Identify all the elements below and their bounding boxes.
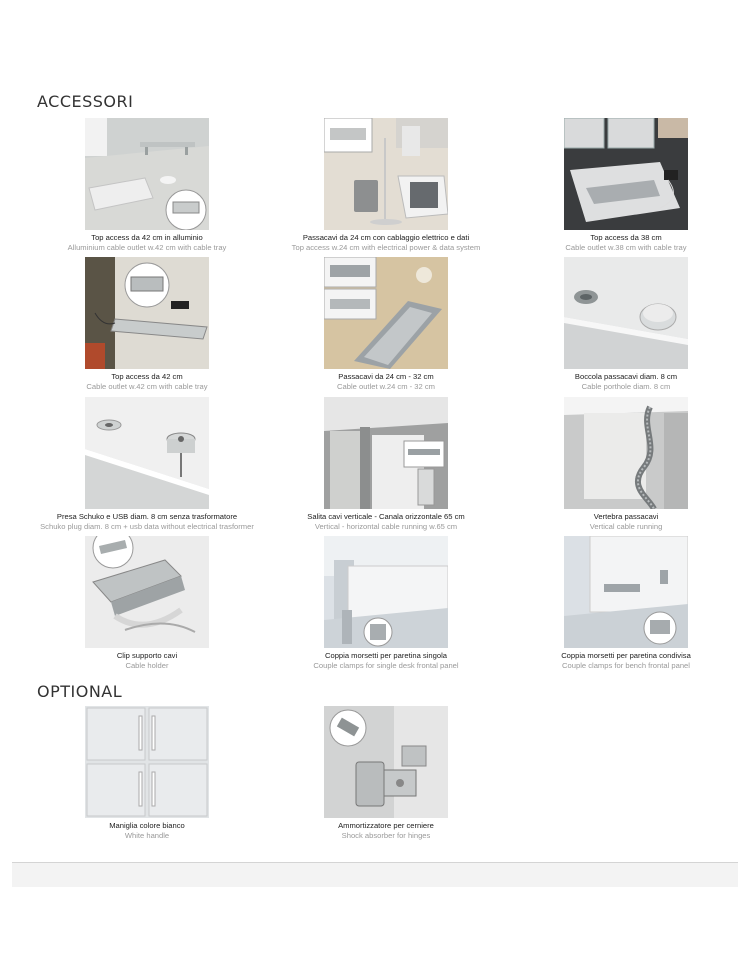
- caption-english: Cable holder: [125, 661, 169, 670]
- product-image: [564, 536, 688, 648]
- accessory-item: Passacavi da 24 cm con cablaggio elettri…: [276, 118, 496, 253]
- product-image: [324, 257, 448, 369]
- caption-english: Schuko plug diam. 8 cm + usb data withou…: [40, 522, 254, 531]
- product-image: [324, 118, 448, 230]
- product-image: [324, 706, 448, 818]
- caption-english: Cable outlet w.24 cm - 32 cm: [337, 382, 435, 391]
- caption-italian: Coppia morsetti per paretina singola: [325, 651, 447, 660]
- caption-english: Cable outlet w.42 cm with cable tray: [86, 382, 208, 391]
- accessory-item: Coppia morsetti per paretina condivisa C…: [516, 536, 736, 671]
- accessory-item: Passacavi da 24 cm - 32 cm Cable outlet …: [276, 257, 496, 392]
- product-image: [564, 257, 688, 369]
- caption-italian: Clip supporto cavi: [116, 651, 178, 660]
- caption-italian: Boccola passacavi diam. 8 cm: [574, 372, 678, 381]
- optional-item: Ammortizzatore per cerniere Shock absorb…: [276, 706, 496, 841]
- accessory-item: Top access da 38 cm Cable outlet w.38 cm…: [516, 118, 736, 253]
- caption-english: Top access w.24 cm with electrical power…: [291, 243, 481, 252]
- product-image: [85, 536, 209, 648]
- caption-italian: Salita cavi verticale - Canala orizzonta…: [307, 512, 465, 521]
- caption-english: White handle: [124, 831, 170, 840]
- accessory-item: Salita cavi verticale - Canala orizzonta…: [276, 397, 496, 532]
- accessory-item: Clip supporto cavi Cable holder: [37, 536, 257, 671]
- caption-english: Vertical - horizontal cable running w.65…: [314, 522, 458, 531]
- footer-bar: [12, 862, 738, 887]
- caption-italian: Ammortizzatore per cerniere: [338, 821, 434, 830]
- accessory-item: Vertebra passacavi Vertical cable runnin…: [516, 397, 736, 532]
- product-image: [324, 397, 448, 509]
- accessories-heading: ACCESSORI: [37, 92, 134, 111]
- product-image: [85, 257, 209, 369]
- product-image: [564, 397, 688, 509]
- product-image: [85, 397, 209, 509]
- caption-italian: Maniglia colore bianco: [109, 821, 185, 830]
- accessory-item: Presa Schuko e USB diam. 8 cm senza tras…: [37, 397, 257, 532]
- accessory-item: Boccola passacavi diam. 8 cm Cable porth…: [516, 257, 736, 392]
- caption-italian: Passacavi da 24 cm con cablaggio elettri…: [302, 233, 470, 242]
- accessory-item: Coppia morsetti per paretina singola Cou…: [276, 536, 496, 671]
- caption-italian: Passacavi da 24 cm - 32 cm: [338, 372, 434, 381]
- product-image: [85, 118, 209, 230]
- caption-italian: Presa Schuko e USB diam. 8 cm senza tras…: [56, 512, 238, 521]
- caption-english: Couple clamps for single desk frontal pa…: [313, 661, 459, 670]
- product-image: [564, 118, 688, 230]
- caption-english: Alluminium cable outlet w.42 cm with cab…: [67, 243, 227, 252]
- caption-english: Shock absorber for hinges: [341, 831, 431, 840]
- caption-english: Cable outlet w.38 cm with cable tray: [565, 243, 687, 252]
- caption-english: Cable porthole diam. 8 cm: [581, 382, 671, 391]
- caption-italian: Coppia morsetti per paretina condivisa: [561, 651, 691, 660]
- caption-italian: Vertebra passacavi: [593, 512, 659, 521]
- optional-item: Maniglia colore bianco White handle: [37, 706, 257, 841]
- caption-italian: Top access da 42 cm in alluminio: [91, 233, 203, 242]
- caption-italian: Top access da 38 cm: [590, 233, 662, 242]
- accessory-item: Top access da 42 cm Cable outlet w.42 cm…: [37, 257, 257, 392]
- caption-english: Vertical cable running: [589, 522, 663, 531]
- accessory-item: Top access da 42 cm in alluminio Allumin…: [37, 118, 257, 253]
- optional-heading: OPTIONAL: [37, 682, 123, 701]
- caption-italian: Top access da 42 cm: [111, 372, 183, 381]
- product-image: [324, 536, 448, 648]
- caption-english: Couple clamps for bench frontal panel: [562, 661, 690, 670]
- product-image: [85, 706, 209, 818]
